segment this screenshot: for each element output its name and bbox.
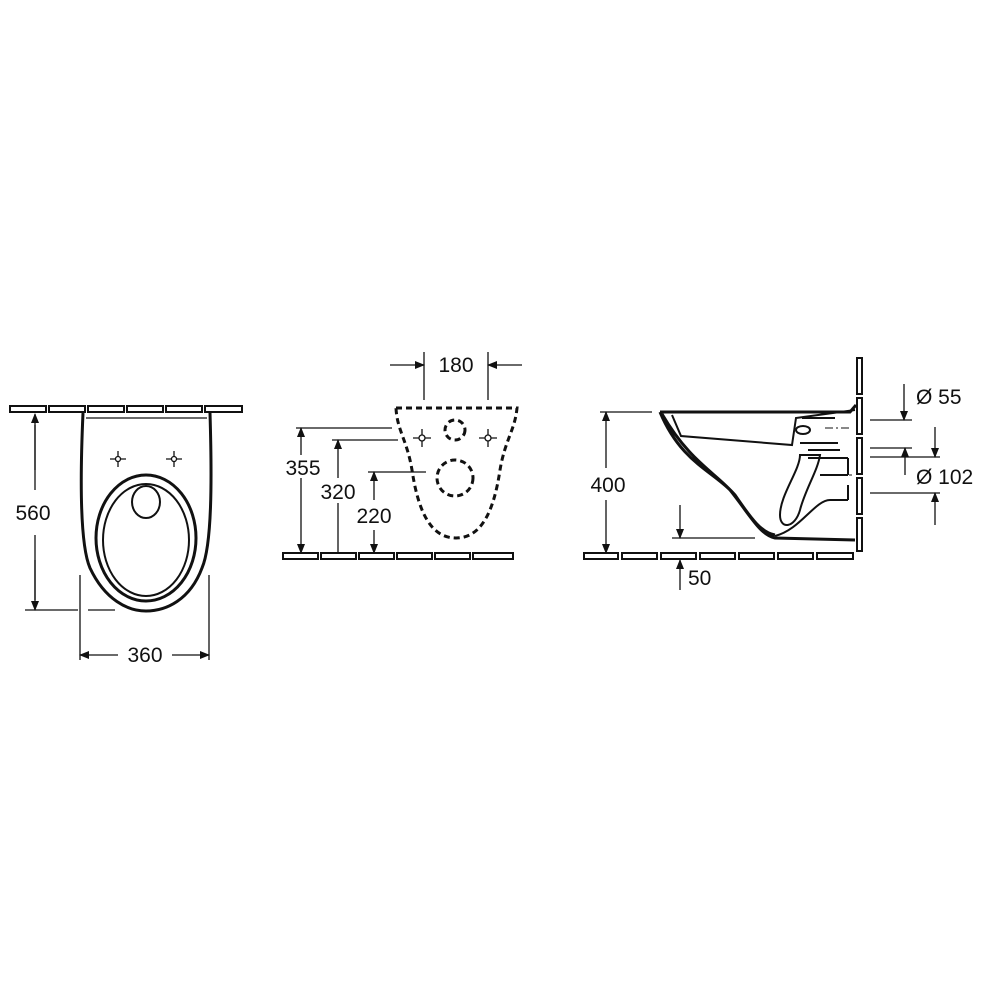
floor-strip [583,552,854,560]
mounting-cross-icon [110,451,126,467]
mounting-cross-icon [479,429,497,447]
floor-strip [282,552,514,560]
dimension-height-label: 560 [15,502,50,525]
side-view: 400 50 Ø 55 Ø 102 [583,357,973,590]
rear-view: 180 355 320 220 [282,352,522,560]
inlet-hole [443,418,467,442]
rear-outline-dashed [394,406,519,540]
dimension-355-label: 355 [285,457,320,480]
dimension-320-label: 320 [320,481,355,504]
bowl-side-outline [658,404,858,542]
dimension-inlet-diameter-label: Ø 55 [916,386,962,409]
outlet-hole [435,458,475,498]
mounting-cross-icon [413,429,431,447]
mounting-cross-icon [166,451,182,467]
dimension-rim-height-label: 400 [590,474,625,497]
seat-inner [102,483,190,597]
dimension-offset-label: 50 [688,567,711,590]
wall-strip [9,405,243,413]
wall-strip [856,357,863,552]
dimension-220-label: 220 [356,505,391,528]
dimension-bolt-spacing-label: 180 [438,354,473,377]
bowl-outline [79,412,213,613]
flush-opening [131,485,161,519]
front-view: 560 360 [9,405,243,667]
dimension-outlet-diameter-label: Ø 102 [916,466,973,489]
seat-outer [94,473,198,603]
dimension-width-label: 360 [127,644,162,667]
